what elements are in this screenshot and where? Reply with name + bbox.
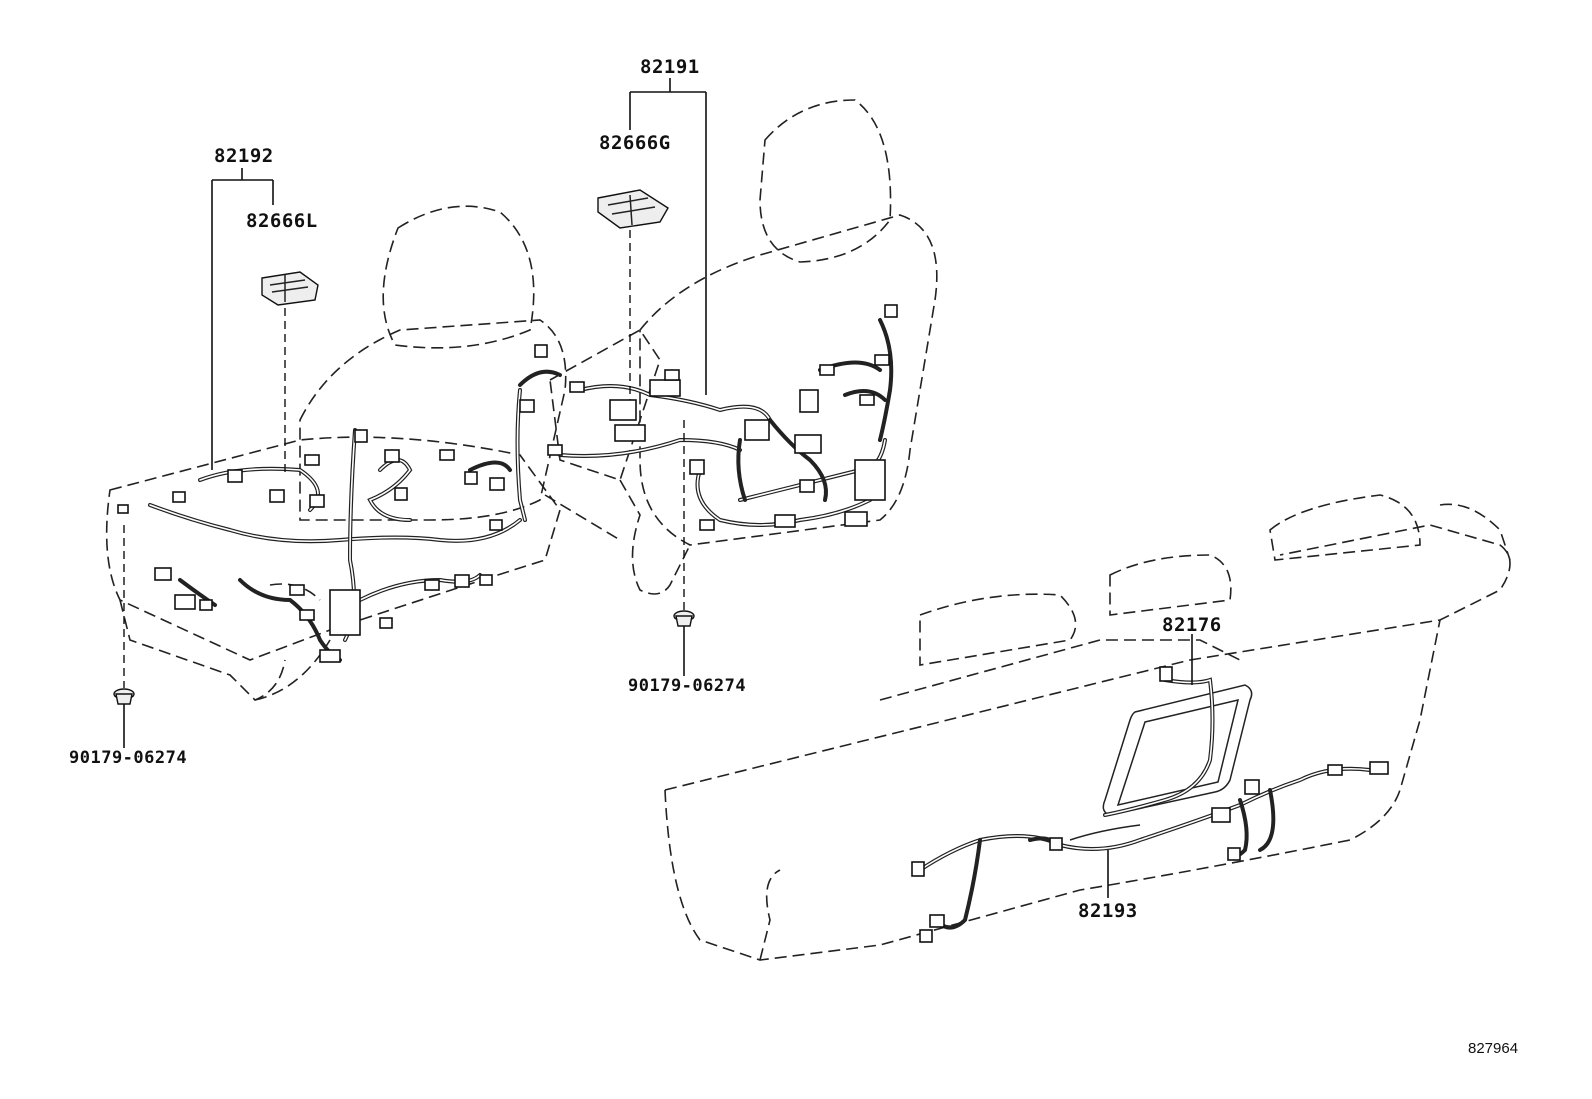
label-clip-right: 90179-06274 (628, 676, 747, 696)
clip-left-part (113, 688, 135, 705)
diagram-reference-number: 827964 (1468, 1040, 1519, 1057)
clip-right-part (673, 610, 695, 627)
label-clip-left: 90179-06274 (69, 748, 188, 768)
label-82193: 82193 (1078, 900, 1138, 922)
label-82666g: 82666G (599, 132, 671, 154)
connector-82666g-part (597, 189, 669, 229)
label-82191: 82191 (640, 56, 700, 78)
label-82176: 82176 (1162, 614, 1222, 636)
left-front-seat (105, 205, 567, 701)
rear-seat (664, 494, 1511, 961)
harness-82191 (547, 304, 898, 531)
right-front-seat (544, 99, 938, 595)
connector-82666l-part (261, 271, 319, 306)
harness-82193 (911, 666, 1389, 943)
leader-lines (123, 78, 1193, 898)
label-82666l: 82666L (246, 210, 318, 232)
label-82192: 82192 (214, 145, 274, 167)
harness-82192 (117, 344, 562, 663)
